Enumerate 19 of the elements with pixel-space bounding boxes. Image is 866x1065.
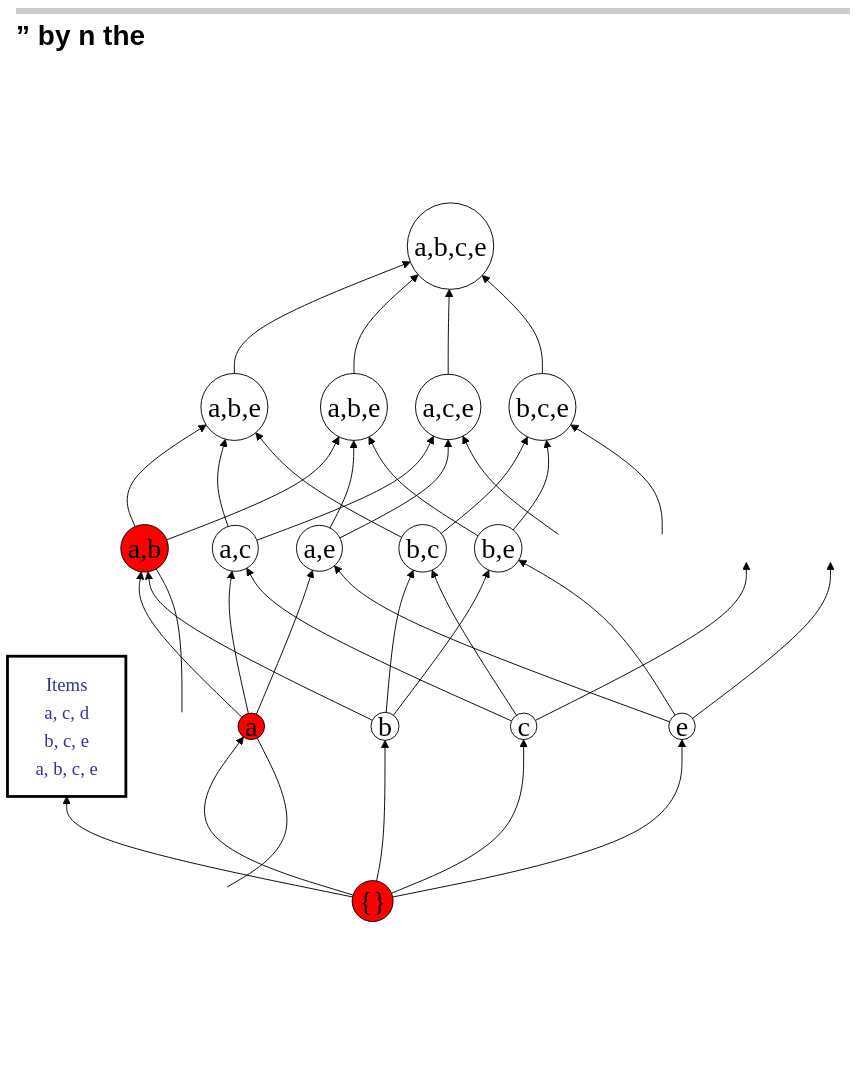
node-circle: c xyxy=(509,712,538,741)
node-circle: a xyxy=(237,712,265,741)
node-circle: a,b,e xyxy=(200,373,269,441)
node-circle: a,b,c,e xyxy=(406,202,495,290)
node-circle: a,c xyxy=(211,524,259,572)
node-circle: {} xyxy=(351,880,394,923)
node-box: Items a, c, d b, c, e a, b, c, e xyxy=(6,654,128,798)
node-circle: a,b xyxy=(120,524,169,573)
node-circle: a,e xyxy=(296,524,343,572)
node-circle: b xyxy=(370,711,400,741)
heading-fragment: ” by n the xyxy=(16,8,850,52)
node-circle: b,c,e xyxy=(508,373,577,441)
node-circle: b,c xyxy=(398,524,447,573)
node-circle: a,b,e xyxy=(320,373,388,441)
node-circle: e xyxy=(668,712,696,741)
connector xyxy=(155,568,183,713)
connector xyxy=(226,737,288,888)
node-circle: b,e xyxy=(474,524,523,573)
node-circle: a,c,e xyxy=(415,373,482,441)
